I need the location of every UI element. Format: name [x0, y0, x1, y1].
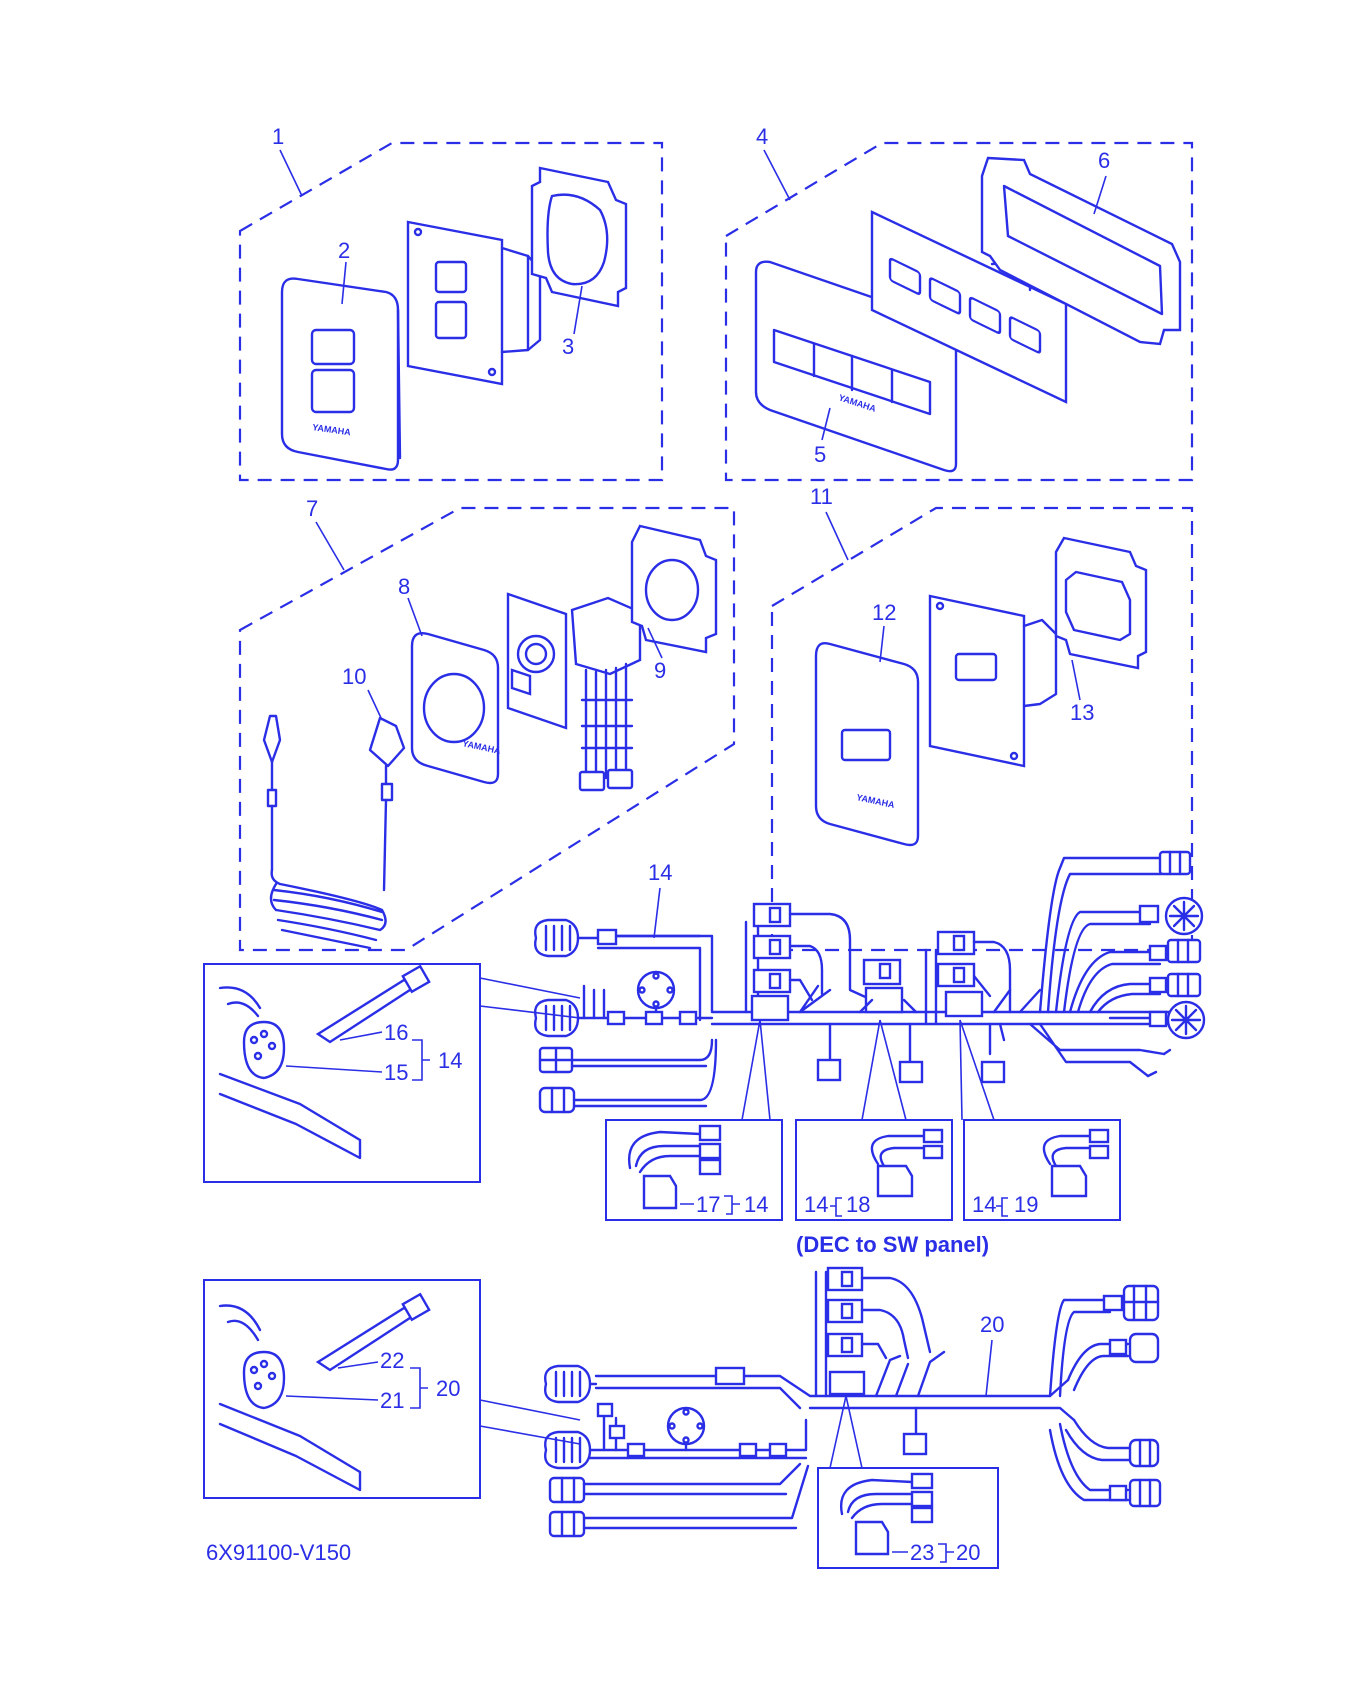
- callout-11: 11: [810, 484, 833, 509]
- assembly-7-main-switch-lanyard: YAMAHA 7 8 9 10: [238, 496, 736, 952]
- callout-15: 15: [384, 1060, 408, 1085]
- drawing-code: 6X91100-V150: [206, 1540, 351, 1565]
- part-10-coil-cord: [269, 868, 387, 950]
- callout-21: 21: [380, 1388, 404, 1413]
- callout-12: 12: [872, 600, 896, 625]
- callout-3: 3: [562, 334, 574, 359]
- assembly-1-double-switch-panel: YAMAHA 1 2 3: [238, 124, 664, 482]
- callout-5: 5: [814, 442, 826, 467]
- callout-19: 19: [1014, 1192, 1038, 1217]
- part-10-lanyard-clip-left: [262, 714, 282, 764]
- harness-caption: (DEC to SW panel): [796, 1232, 989, 1257]
- assembly-14-wiring-harness: 14 16 15 14 17 14 14 18: [203, 850, 1206, 1257]
- assembly-20-wiring-harness: 20 22 21 20 23 20: [203, 1266, 1162, 1569]
- callout-20-b: 20: [956, 1540, 980, 1565]
- part-3-gasket: [530, 166, 628, 308]
- callout-14-b: 14: [804, 1192, 828, 1217]
- callout-6: 6: [1098, 148, 1110, 173]
- inset-17-sub-harness: [605, 1119, 783, 1221]
- inset-19-sub-harness: [963, 1119, 1121, 1221]
- callout-14-c: 14: [972, 1192, 996, 1217]
- part-12-cover-plate: [814, 642, 920, 847]
- part-2-cover-plate: [280, 277, 400, 471]
- callout-13: 13: [1070, 700, 1094, 725]
- group-7-boundary: [238, 506, 736, 952]
- part-7-main-switch-body: [506, 592, 568, 730]
- inset-20-sensor-detail: [203, 1279, 481, 1499]
- group-11-boundary: [770, 506, 1194, 952]
- part-10-lanyard-clip-right: [368, 716, 406, 768]
- callout-14-a: 14: [744, 1192, 768, 1217]
- inset-14-sensor-detail: [203, 963, 481, 1183]
- callout-14-top: 14: [648, 860, 672, 885]
- inset-23-sub-harness: [817, 1467, 999, 1569]
- group-4-boundary: [724, 141, 1194, 482]
- callout-18: 18: [846, 1192, 870, 1217]
- part-13-gasket: [1054, 536, 1148, 670]
- callout-8: 8: [398, 574, 410, 599]
- callout-2: 2: [338, 238, 350, 263]
- callout-4: 4: [756, 124, 768, 149]
- group-1-boundary: [238, 141, 664, 482]
- callout-14-inset: 14: [438, 1048, 462, 1073]
- callout-22: 22: [380, 1348, 404, 1373]
- part-2-switch-window-lower: [310, 368, 356, 414]
- part-9-gasket: [630, 524, 718, 654]
- callout-7: 7: [306, 496, 318, 521]
- callout-1: 1: [272, 124, 284, 149]
- callout-20-inset: 20: [436, 1376, 460, 1401]
- callout-17: 17: [696, 1192, 720, 1217]
- part-2-switch-window-upper: [310, 328, 356, 366]
- callout-9: 9: [654, 658, 666, 683]
- assembly-11-single-switch-panel: YAMAHA 11 12 13: [770, 484, 1194, 952]
- callout-16: 16: [384, 1020, 408, 1045]
- part-8-cover-plate: [410, 632, 500, 785]
- callout-20-top: 20: [980, 1312, 1004, 1337]
- callout-10: 10: [342, 664, 366, 689]
- assembly-4-quad-switch-panel: YAMAHA 4 6 5: [724, 124, 1194, 482]
- inset-18-sub-harness: [795, 1119, 953, 1221]
- callout-23: 23: [910, 1540, 934, 1565]
